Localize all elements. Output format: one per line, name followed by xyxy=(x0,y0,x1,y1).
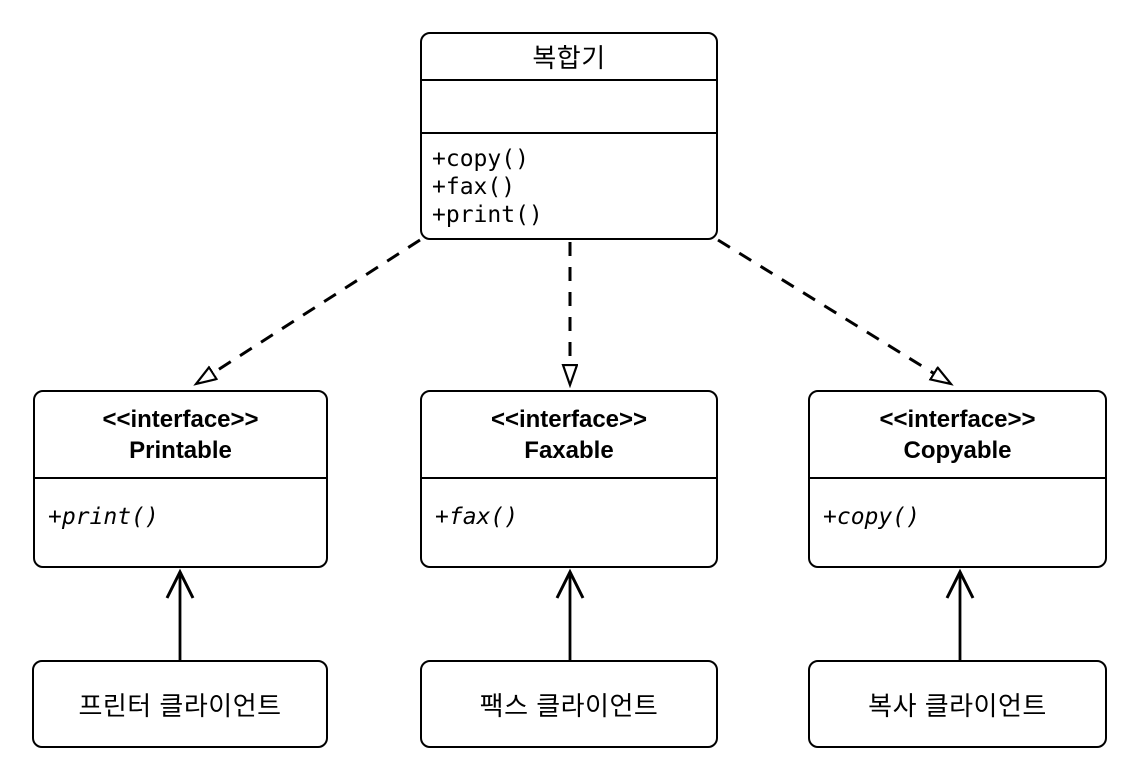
client-box-printer: 프린터 클라이언트 xyxy=(32,660,328,748)
client-box-copy: 복사 클라이언트 xyxy=(808,660,1107,748)
interface-stereotype: <<interface>> xyxy=(102,405,259,433)
class-method: +fax() xyxy=(432,174,516,200)
interface-method: +copy() xyxy=(823,504,920,530)
interface-box-copyable: <<interface>> Copyable +copy() xyxy=(808,390,1107,568)
interface-header: <<interface>> Copyable xyxy=(810,392,1105,479)
class-method: +print() xyxy=(432,202,543,228)
interface-name: Copyable xyxy=(903,436,1012,464)
class-box-multifunction-device: 복합기 +copy()+fax()+print() xyxy=(420,32,718,240)
interface-stereotype: <<interface>> xyxy=(879,405,1036,433)
interface-method: +fax() xyxy=(435,504,519,530)
interface-header: <<interface>> Faxable xyxy=(422,392,716,479)
interface-name: Printable xyxy=(129,436,232,464)
interface-method: +print() xyxy=(48,504,159,530)
client-box-fax: 팩스 클라이언트 xyxy=(420,660,718,748)
interface-box-faxable: <<interface>> Faxable +fax() xyxy=(420,390,718,568)
realization-arrow-printable xyxy=(196,238,421,384)
client-label: 복사 클라이언트 xyxy=(868,690,1047,721)
interface-stereotype: <<interface>> xyxy=(490,405,648,433)
class-attributes-empty xyxy=(422,81,716,134)
class-method-list: +copy()+fax()+print() xyxy=(422,134,716,238)
interface-name: Faxable xyxy=(524,436,614,464)
class-method: +copy() xyxy=(432,146,529,172)
interface-header: <<interface>> Printable xyxy=(35,392,326,479)
interface-box-printable: <<interface>> Printable +print() xyxy=(33,390,328,568)
client-label: 프린터 클라이언트 xyxy=(78,690,282,721)
client-label: 팩스 클라이언트 xyxy=(479,690,659,721)
realization-arrow-copyable xyxy=(717,238,951,384)
class-name: 복합기 xyxy=(422,34,716,81)
